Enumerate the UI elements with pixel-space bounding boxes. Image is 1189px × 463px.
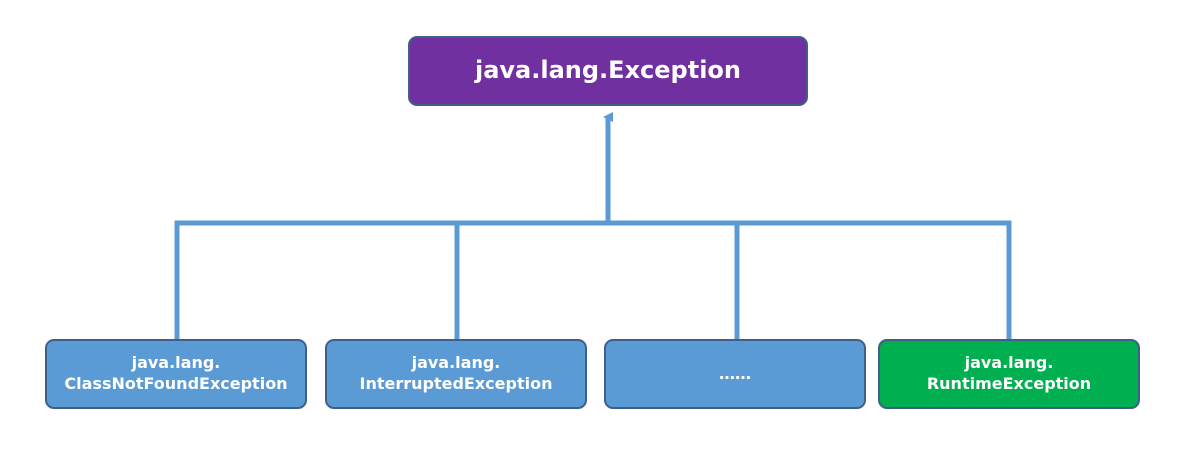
child-node-classnotfound: java.lang. ClassNotFoundException [45,339,307,409]
child-node-label-line1: java.lang. [131,353,221,373]
child-node-label-line1: java.lang. [411,353,501,373]
child-node-label-line2: …… [719,363,751,383]
child-node-label-line1: java.lang. [964,353,1054,373]
root-node-label: java.lang.Exception [474,56,741,85]
child-node-label-line2: RuntimeException [926,374,1092,393]
child-node-label-line2: InterruptedException [359,374,553,393]
child-node-runtime: java.lang. RuntimeException [878,339,1140,409]
connector-horizontal-bar [174,220,1012,339]
child-node-label-line2: ClassNotFoundException [64,374,288,393]
child-node-interrupted: java.lang. InterruptedException [325,339,587,409]
child-node-ellipsis: …… [604,339,866,409]
root-node-exception: java.lang.Exception [408,36,808,106]
